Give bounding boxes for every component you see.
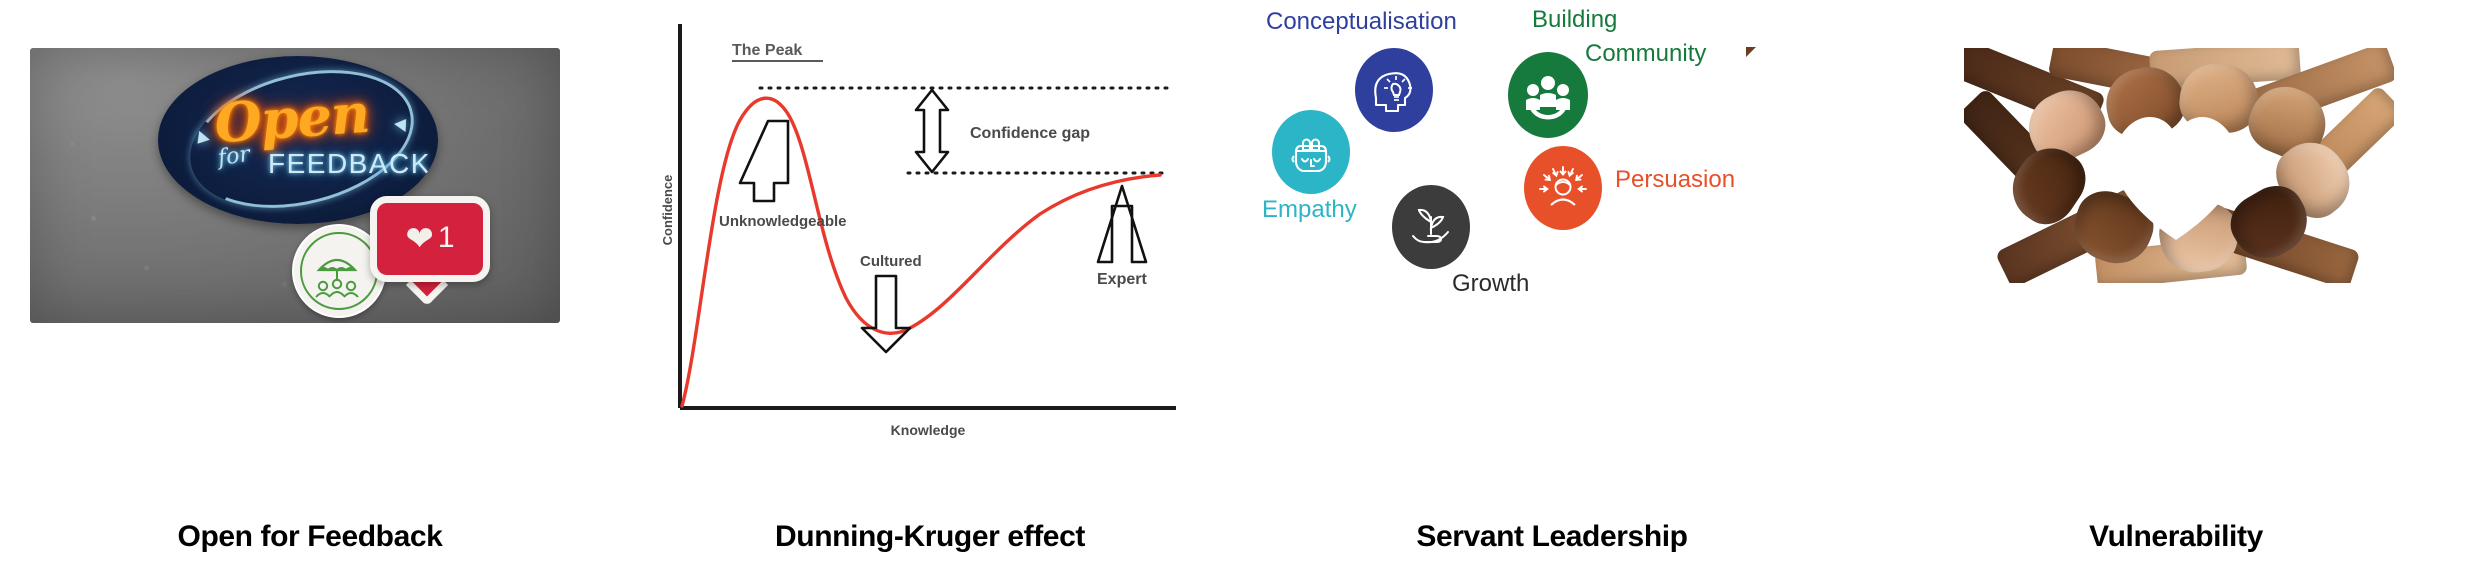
sl-icon-empathy[interactable] — [1272, 110, 1350, 194]
like-count: 1 — [437, 221, 455, 254]
unknowledgeable-up-arrow-icon — [738, 119, 790, 203]
badge-content: ❤ 1 — [370, 196, 490, 282]
heart-shape-cavity — [2114, 116, 2238, 240]
chart-svg: Confidence Knowledge The Peak Unknowledg… — [660, 24, 1176, 438]
sl-icon-growth[interactable] — [1392, 185, 1470, 269]
sl-icon-conceptualisation[interactable] — [1355, 48, 1433, 132]
sl-label-growth: Growth — [1452, 270, 1530, 297]
x-axis-label: Knowledge — [891, 422, 966, 438]
confidence-gap-double-arrow-icon — [914, 88, 950, 174]
head-lightbulb-icon — [1374, 72, 1412, 113]
caption-servant-leadership: Servant Leadership — [1416, 520, 1688, 553]
confidence-curve — [680, 96, 1162, 408]
dunning-kruger-chart: Confidence Knowledge The Peak Unknowledg… — [660, 10, 1200, 470]
sl-label-community: Community — [1585, 40, 1707, 67]
badge-body — [370, 196, 490, 282]
sticker-word-feedback: FEEDBACK — [268, 148, 431, 179]
head-hearts-icon — [1291, 138, 1331, 173]
annotation-unknowledgeable: Unknowledgeable — [719, 213, 847, 230]
sl-icon-persuasion[interactable] — [1524, 146, 1602, 230]
sl-label-empathy: Empathy — [1262, 196, 1357, 223]
hand-sprout-icon — [1412, 208, 1449, 244]
open-for-feedback-photo: Open for FEEDBACK — [30, 48, 560, 323]
panel-dunning-kruger: Confidence Knowledge The Peak Unknowledg… — [620, 0, 1240, 580]
expert-up-arrow-icon — [1096, 184, 1148, 264]
servant-leadership-cluster: Conceptualisation — [1240, 0, 1864, 470]
panel-vulnerability: Vulnerability — [1864, 0, 2488, 580]
heart-icon: ❤ — [405, 220, 434, 258]
panel-servant-leadership: Conceptualisation — [1240, 0, 1864, 580]
sticker-word-for: for — [216, 141, 252, 172]
person-arrows-icon — [1539, 166, 1587, 206]
panel-open-for-feedback: Open for FEEDBACK — [0, 0, 620, 580]
annotation-confidence-gap: Confidence gap — [970, 125, 1090, 142]
caption-vulnerability: Vulnerability — [2089, 520, 2263, 553]
cultured-down-arrow-icon — [860, 274, 912, 354]
annotation-the-peak: The Peak — [732, 42, 802, 59]
people-group-icon — [1526, 76, 1570, 120]
y-axis-label: Confidence — [660, 175, 675, 246]
stray-tick-mark-icon — [1746, 47, 1756, 57]
caption-open-for-feedback: Open for Feedback — [177, 520, 443, 553]
caption-dunning-kruger: Dunning-Kruger effect — [775, 520, 1085, 553]
sl-label-conceptualisation: Conceptualisation — [1266, 8, 1457, 35]
vulnerability-photo — [1964, 48, 2394, 283]
sl-label-persuasion: Persuasion — [1615, 166, 1736, 193]
annotation-cultured: Cultured — [860, 253, 922, 270]
sl-label-building: Building — [1532, 6, 1618, 33]
heart-like-badge: ❤ 1 — [370, 196, 490, 307]
sl-icon-community[interactable] — [1508, 52, 1588, 138]
umbrella-people-icon — [315, 258, 359, 298]
annotation-expert: Expert — [1097, 271, 1147, 288]
